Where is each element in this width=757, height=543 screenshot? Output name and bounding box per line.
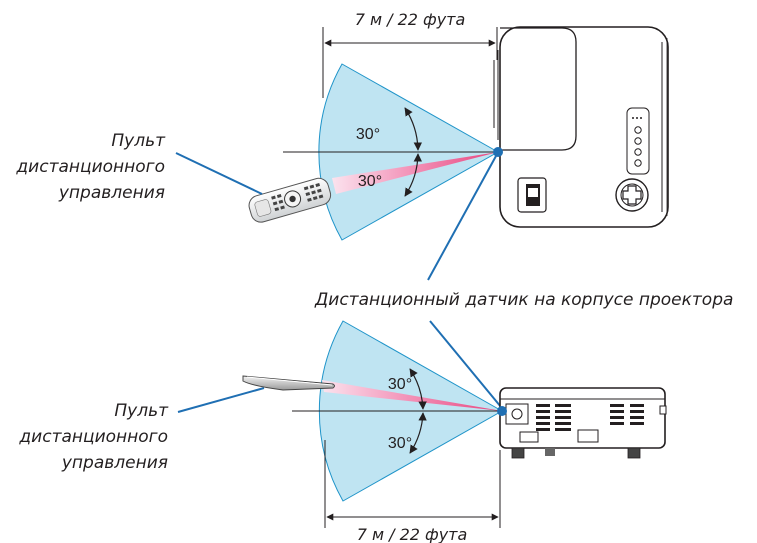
top-remote-sensor <box>493 147 503 157</box>
remote-label-line-2: дистанционного <box>18 427 168 447</box>
side-angle-label-lower: 30° <box>388 435 412 452</box>
side-angle-arc-upper <box>409 368 427 410</box>
remote-label-line-1: Пульт <box>114 401 169 421</box>
top-angle-arc-lower <box>404 153 423 197</box>
remote-label-line-1: Пульт <box>111 131 166 151</box>
top-distance-dimension: 7 м / 22 фута <box>322 10 498 98</box>
remote-callout-top: Пульт дистанционного управления <box>15 131 166 203</box>
side-view: 30° 30° <box>242 320 667 543</box>
remote-control-top-view <box>248 177 332 223</box>
sensor-leader-lower <box>429 320 502 408</box>
projector-side-view <box>499 387 667 459</box>
side-remote-sensor <box>497 406 507 416</box>
remote-control-side-view <box>242 375 335 391</box>
top-remote-leader <box>175 152 263 195</box>
remote-callout-bottom: Пульт дистанционного управления <box>18 401 169 473</box>
top-distance-label: 7 м / 22 фута <box>355 10 466 29</box>
bottom-distance-dimension: 7 м / 22 фута <box>324 440 501 543</box>
remote-label-line-3: управления <box>58 183 165 203</box>
sensor-leader-upper <box>427 155 497 281</box>
bottom-distance-label: 7 м / 22 фута <box>357 525 468 543</box>
sensor-label: Дистанционный датчик на корпусе проектор… <box>314 290 733 310</box>
remote-label-line-3: управления <box>61 453 168 473</box>
top-angle-label-lower: 30° <box>358 173 382 190</box>
remote-label-line-2: дистанционного <box>15 157 165 177</box>
top-angle-arc-upper <box>404 107 423 151</box>
side-angle-arc-lower <box>409 412 427 454</box>
top-angle-label-upper: 30° <box>356 126 380 143</box>
projector-top-view <box>493 26 669 228</box>
top-view: 7 м / 22 фута 30° 30° <box>248 10 669 241</box>
bottom-remote-leader <box>177 387 265 413</box>
side-angle-label-upper: 30° <box>388 376 412 393</box>
